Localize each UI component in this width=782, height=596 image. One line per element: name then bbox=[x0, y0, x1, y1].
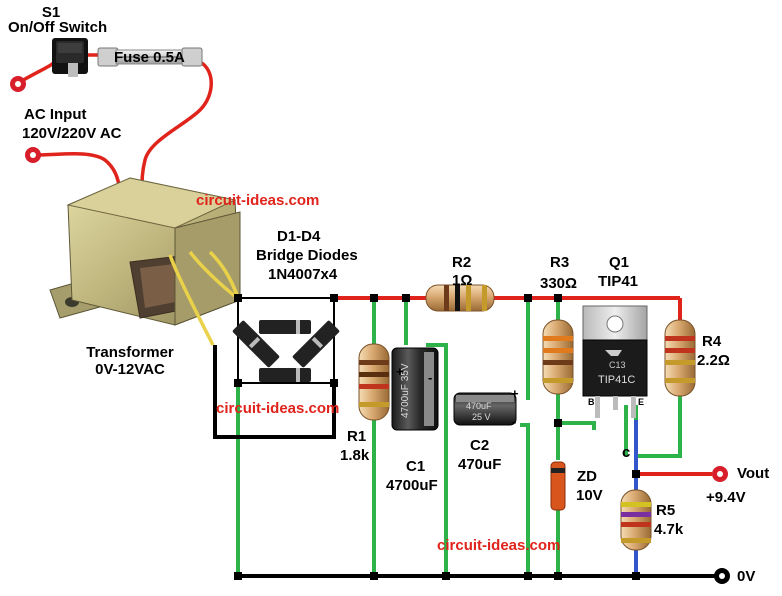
junction-nodes bbox=[234, 294, 640, 580]
r2-ref-label: R2 bbox=[452, 254, 472, 271]
resistor-r1 bbox=[358, 343, 390, 421]
bridge-ref-label: D1-D4 bbox=[277, 228, 321, 245]
resistor-r5 bbox=[620, 489, 652, 551]
resistor-r4 bbox=[664, 319, 696, 397]
zener-diode-icon bbox=[550, 461, 566, 511]
vout-terminal-icon[interactable] bbox=[712, 466, 728, 482]
q1-ref-label: Q1 bbox=[609, 254, 630, 271]
vout-label: Vout bbox=[737, 465, 770, 482]
c1-minus-sign: - bbox=[428, 370, 432, 385]
c1-body-text: 4700uF 35V bbox=[400, 363, 411, 418]
r4-val-label: 2.2Ω bbox=[697, 352, 730, 369]
vout-value-label: +9.4V bbox=[706, 489, 746, 506]
positive-rail bbox=[334, 296, 712, 476]
q1-pin-b: B bbox=[588, 397, 595, 407]
c2-ref-label: C2 bbox=[470, 437, 490, 454]
c1-ref-label: C1 bbox=[406, 458, 426, 475]
resistor-r2 bbox=[425, 284, 495, 312]
r5-ref-label: R5 bbox=[656, 502, 676, 519]
bridge-dc-wires bbox=[213, 345, 336, 439]
node-c-label: c bbox=[622, 444, 631, 461]
r3-ref-label: R3 bbox=[550, 254, 570, 271]
c2-body-volt: 25 V bbox=[472, 412, 491, 422]
electrolytic-capacitor-icon: 4700uF 35V + - bbox=[391, 347, 439, 431]
q1-part-label: TIP41 bbox=[598, 273, 639, 290]
q1-body-text: TIP41C bbox=[598, 374, 635, 386]
watermark-3: circuit-ideas.com bbox=[437, 537, 561, 554]
ground-terminal-icon[interactable] bbox=[714, 568, 730, 584]
r1-ref-label: R1 bbox=[347, 428, 367, 445]
s1-ref-label: S1 bbox=[41, 4, 61, 21]
c1-val-label: 4700uF bbox=[386, 477, 438, 494]
ac-input-label: AC Input bbox=[24, 106, 87, 123]
glass-fuse-icon bbox=[97, 47, 203, 67]
bridge-part-label: 1N4007x4 bbox=[268, 266, 338, 283]
zd-ref-label: ZD bbox=[577, 468, 597, 485]
ground-label: 0V bbox=[737, 568, 756, 585]
c2-body-cap: 470uF bbox=[466, 401, 492, 411]
q1-brand-text: C13 bbox=[609, 360, 626, 370]
fuse-label: Fuse 0.5A bbox=[114, 49, 185, 66]
q1-pin-e: E bbox=[638, 397, 644, 407]
c2-plus-sign: + bbox=[511, 386, 519, 401]
transformer-rating-label: 0V-12VAC bbox=[95, 361, 165, 378]
watermark-2: circuit-ideas.com bbox=[216, 400, 340, 417]
diode-icon bbox=[232, 320, 340, 382]
bridge-rectifier bbox=[237, 297, 335, 384]
bridge-desc-label: Bridge Diodes bbox=[256, 247, 358, 264]
s1-desc-label: On/Off Switch bbox=[8, 19, 108, 36]
zd-val-label: 10V bbox=[576, 487, 603, 504]
r5-val-label: 4.7k bbox=[654, 521, 684, 538]
resistor-r3 bbox=[542, 319, 574, 395]
rocker-switch-icon[interactable] bbox=[52, 38, 88, 77]
c2-minus-sign: - bbox=[512, 414, 516, 429]
watermark-1: circuit-ideas.com bbox=[196, 192, 320, 209]
transformer-label: Transformer bbox=[86, 344, 174, 361]
ac-terminal-1[interactable] bbox=[10, 76, 26, 92]
to220-transistor-icon[interactable]: C13 TIP41C B E bbox=[582, 305, 648, 418]
r2-val-label: 1Ω bbox=[452, 272, 473, 289]
r3-val-label: 330Ω bbox=[540, 275, 578, 292]
fuse-to-transformer-wire bbox=[140, 60, 213, 192]
c1-plus-sign: + bbox=[396, 364, 404, 379]
ac-voltage-label: 120V/220V AC bbox=[22, 125, 122, 142]
ac-terminal-2[interactable] bbox=[25, 147, 41, 163]
ac-wire-lower bbox=[33, 152, 122, 192]
capacitor-c2: 470uF 25 V + - bbox=[453, 386, 519, 429]
r1-val-label: 1.8k bbox=[340, 447, 370, 464]
r4-ref-label: R4 bbox=[702, 333, 722, 350]
c2-val-label: 470uF bbox=[458, 456, 502, 473]
